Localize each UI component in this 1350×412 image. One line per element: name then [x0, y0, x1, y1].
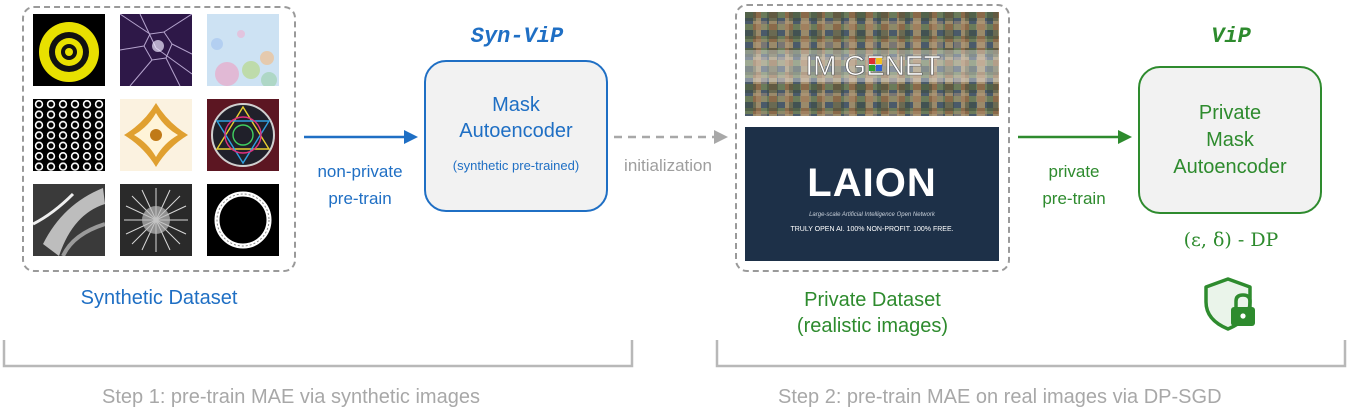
imagenet-image: IM GENET: [745, 12, 999, 116]
synthetic-image-ring: [207, 184, 279, 256]
laion-image: LAION Large-scale Artificial Intelligenc…: [745, 127, 999, 261]
syn-vip-box-line1: Mask: [492, 94, 540, 116]
synthetic-image-bubbles: [207, 14, 279, 86]
private-pretrain-label: private pre-train: [1016, 158, 1132, 212]
vip-box-line1: Private: [1198, 102, 1262, 124]
shield-lock-icon: [1204, 277, 1255, 331]
step1-bracket: [2, 340, 634, 368]
synthetic-image-starburst: [120, 184, 192, 256]
private-dataset-label: Private Dataset (realistic images): [730, 287, 1015, 339]
non-private-pretrain-label: non-private pre-train: [300, 158, 420, 212]
synthetic-image-rings: [33, 14, 105, 86]
syn-vip-model-box: Mask Autoencoder (synthetic pre-trained): [424, 60, 608, 212]
laion-title: LAION: [807, 161, 937, 205]
vip-model-box: Private Mask Autoencoder: [1138, 66, 1322, 214]
step2-label: Step 2: pre-train MAE on real images via…: [778, 386, 1222, 408]
non-private-pretrain-line2: pre-train: [328, 189, 392, 208]
syn-vip-title: Syn-ViP: [470, 24, 564, 49]
private-dataset-label-line2: (realistic images): [796, 315, 949, 337]
synthetic-image-web: [120, 14, 192, 86]
synthetic-dataset-frame: [22, 6, 296, 272]
synthetic-image-hex-pattern: [33, 99, 105, 171]
synthetic-image-gold-cross: [120, 99, 192, 171]
vip-box-line3: Autoencoder: [1173, 156, 1287, 178]
vip-title: ViP: [1211, 24, 1251, 49]
arrow-right-icon: [614, 130, 728, 144]
syn-vip-box-subtitle: (synthetic pre-trained): [452, 158, 580, 173]
private-dataset-frame: [735, 4, 1010, 272]
private-pretrain-line1: private: [1048, 162, 1100, 181]
step2-bracket: [715, 340, 1347, 368]
step1-label: Step 1: pre-train MAE via synthetic imag…: [102, 386, 480, 408]
syn-vip-box-line2: Autoencoder: [459, 120, 573, 142]
dp-guarantee-label: (ε, δ) - DP: [1183, 229, 1279, 251]
initialization-label: initialization: [624, 156, 712, 175]
arrow-right-icon: [1018, 130, 1132, 144]
vip-box-line2: Mask: [1206, 129, 1254, 151]
synthetic-image-mandala: [207, 99, 279, 171]
non-private-pretrain-line1: non-private: [317, 162, 403, 181]
laion-tagline: TRULY OPEN AI. 100% NON-PROFIT. 100% FRE…: [790, 226, 954, 233]
private-dataset-label-line1: Private Dataset: [804, 289, 941, 311]
synthetic-dataset-label: Synthetic Dataset: [80, 287, 238, 309]
laion-subtitle: Large-scale Artificial Intelligence Open…: [809, 212, 935, 218]
arrow-right-icon: [304, 130, 418, 144]
private-pretrain-line2: pre-train: [1042, 189, 1106, 208]
synthetic-image-grey-texture: [33, 184, 105, 256]
